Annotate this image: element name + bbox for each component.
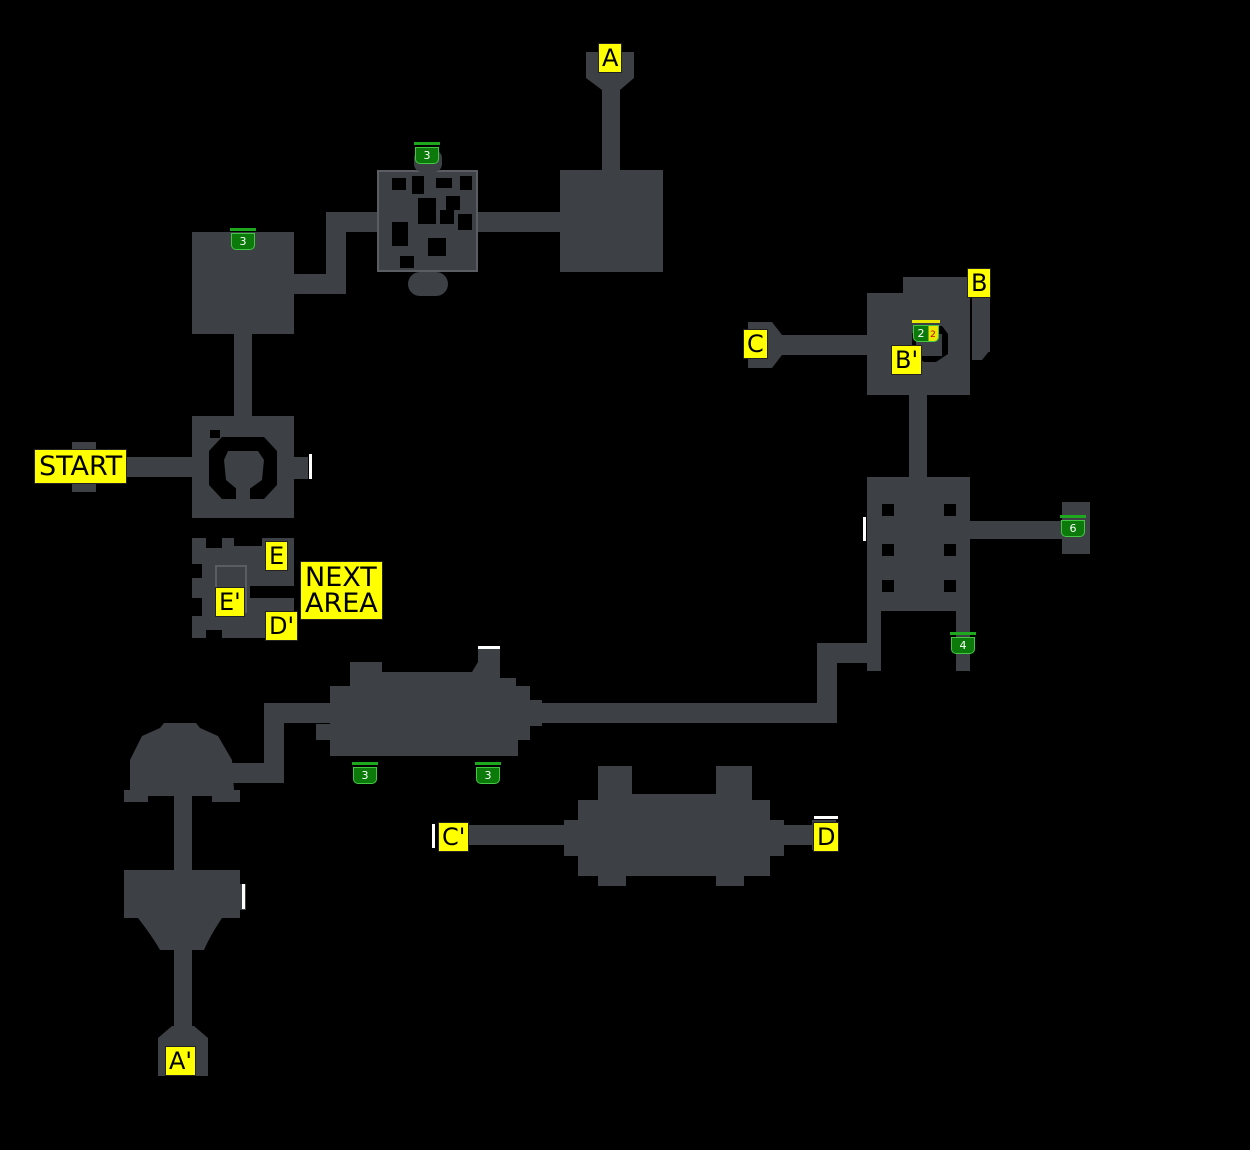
treasure-chest-icon[interactable]: 3 <box>352 762 378 784</box>
corridor-to-maze <box>294 212 380 294</box>
door-start-east[interactable] <box>309 454 312 479</box>
main-hall <box>230 648 542 783</box>
door-hall-north[interactable] <box>478 646 500 649</box>
treasure-chest-icon[interactable]: 3 <box>475 762 501 784</box>
chest-lid <box>912 320 940 323</box>
label-b: B <box>967 268 992 298</box>
label-next-area: NEXT AREA <box>300 561 383 621</box>
door-east-room-west[interactable] <box>863 517 866 541</box>
chest-count-right: 2 <box>930 330 936 340</box>
chest-count: 3 <box>415 147 439 164</box>
treasure-chest-icon[interactable]: 6 <box>1060 515 1086 537</box>
label-c: C <box>743 329 768 359</box>
chest-count: 6 <box>1061 520 1085 537</box>
west-dome-room <box>124 723 240 872</box>
chest-lid <box>1060 515 1086 518</box>
chest-lid <box>475 762 501 765</box>
a-room <box>560 52 663 272</box>
label-start: START <box>34 449 128 484</box>
b-room <box>748 277 990 477</box>
corridor-maze-east <box>478 212 560 232</box>
door-c-prime[interactable] <box>432 824 435 848</box>
chest-count: 3 <box>353 767 377 784</box>
chest-count-left: 2 <box>917 327 925 340</box>
chest-count: 4 <box>951 637 975 654</box>
door-d[interactable] <box>814 816 838 819</box>
label-a: A <box>598 43 623 73</box>
lower-hall <box>438 766 836 886</box>
maze-room <box>377 150 478 296</box>
chest-count: 3 <box>231 233 255 250</box>
corridor-east-hall <box>540 643 869 723</box>
label-e-prime: E' <box>215 587 245 617</box>
label-d: D <box>813 822 840 852</box>
label-a-prime: A' <box>165 1046 197 1076</box>
label-d-prime: D' <box>265 611 299 641</box>
chest-lid <box>352 762 378 765</box>
treasure-chest-icon[interactable]: 4 <box>950 632 976 654</box>
corridor-start-north <box>234 334 252 416</box>
treasure-chest-icon[interactable]: 3 <box>230 228 256 250</box>
label-e: E <box>265 541 289 571</box>
chest-count: 3 <box>476 767 500 784</box>
start-room <box>72 416 308 518</box>
treasure-chest-icon[interactable]: 3 <box>414 142 440 164</box>
door-sw-room-east[interactable] <box>242 884 245 909</box>
chest-lid <box>950 632 976 635</box>
east-pillar-room <box>867 477 1090 671</box>
label-b-prime: B' <box>891 345 923 375</box>
chest-lid <box>230 228 256 231</box>
label-c-prime: C' <box>438 822 470 852</box>
chest-lid <box>414 142 440 145</box>
